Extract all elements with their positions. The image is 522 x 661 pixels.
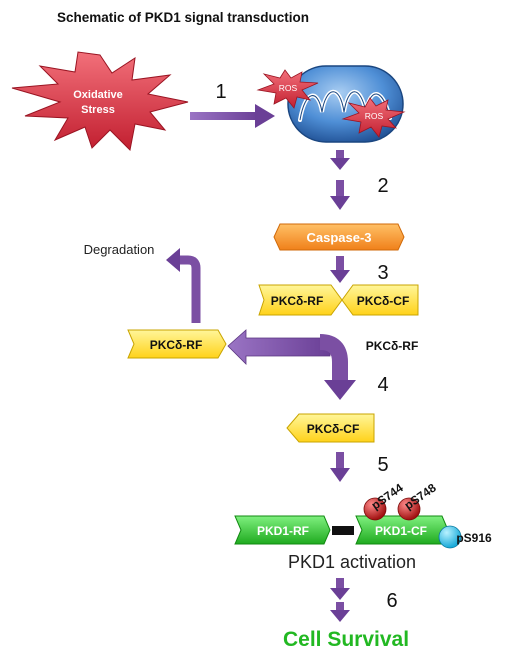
pkc-rf-label-left: PKCδ-RF [150, 338, 203, 352]
pkc-cf-label-lower: PKCδ-CF [307, 422, 360, 436]
caspase-3-label: Caspase-3 [306, 230, 371, 245]
step-1-label: 1 [215, 81, 226, 103]
arrow-2 [330, 150, 350, 210]
cell-survival-label: Cell Survival [283, 628, 409, 651]
arrow-6 [330, 578, 350, 622]
ros-star-2: ROS [341, 97, 406, 138]
step-2-label: 2 [377, 175, 388, 197]
arrow-3 [330, 256, 350, 283]
pkd1-cf-label: PKD1-CF [375, 524, 427, 538]
pkd1-activation-label: PKD1 activation [288, 552, 416, 572]
ros-star-1: ROS [256, 69, 319, 109]
degradation-label: Degradation [84, 242, 155, 257]
oxidative-stress-label-line2: Stress [81, 104, 115, 116]
ros-label-1: ROS [279, 83, 298, 93]
ros-label-2: ROS [365, 111, 384, 121]
pkc-cf-box-top: PKCδ-CF [341, 284, 419, 316]
step-6-label: 6 [386, 590, 397, 612]
pkc-rf-label-right: PKCδ-RF [366, 339, 419, 353]
pkc-rf-box-left: PKCδ-RF [127, 329, 227, 359]
pkc-cf-label-top: PKCδ-CF [357, 294, 410, 308]
split-arrow [227, 329, 356, 400]
pkc-rf-label-top: PKCδ-RF [271, 294, 324, 308]
pkd1-rf-box: PKD1-RF [234, 515, 331, 545]
step-5-label: 5 [377, 454, 388, 476]
ps916-label: pS916 [456, 531, 492, 545]
oxidative-stress-star: Oxidative Stress [11, 51, 189, 152]
arrow-5 [330, 452, 350, 482]
pkd1-cf-box: PKD1-CF [355, 515, 449, 545]
degradation-arrow [166, 248, 201, 323]
ps748-site: pS748 [397, 481, 439, 521]
diagram-title: Schematic of PKD1 signal transduction [57, 10, 309, 25]
arrow-1 [190, 104, 275, 128]
caspase-3-box: Caspase-3 [273, 223, 405, 251]
pkd1-rf-label: PKD1-RF [257, 524, 309, 538]
ps916-site: pS916 [438, 525, 492, 549]
pkc-rf-box-top: PKCδ-RF [258, 284, 343, 316]
step-3-label: 3 [377, 262, 388, 284]
step-4-label: 4 [377, 374, 388, 396]
pkc-cf-box-lower: PKCδ-CF [286, 413, 375, 443]
pkd1-linker [332, 526, 354, 535]
oxidative-stress-label-line1: Oxidative [73, 89, 123, 101]
